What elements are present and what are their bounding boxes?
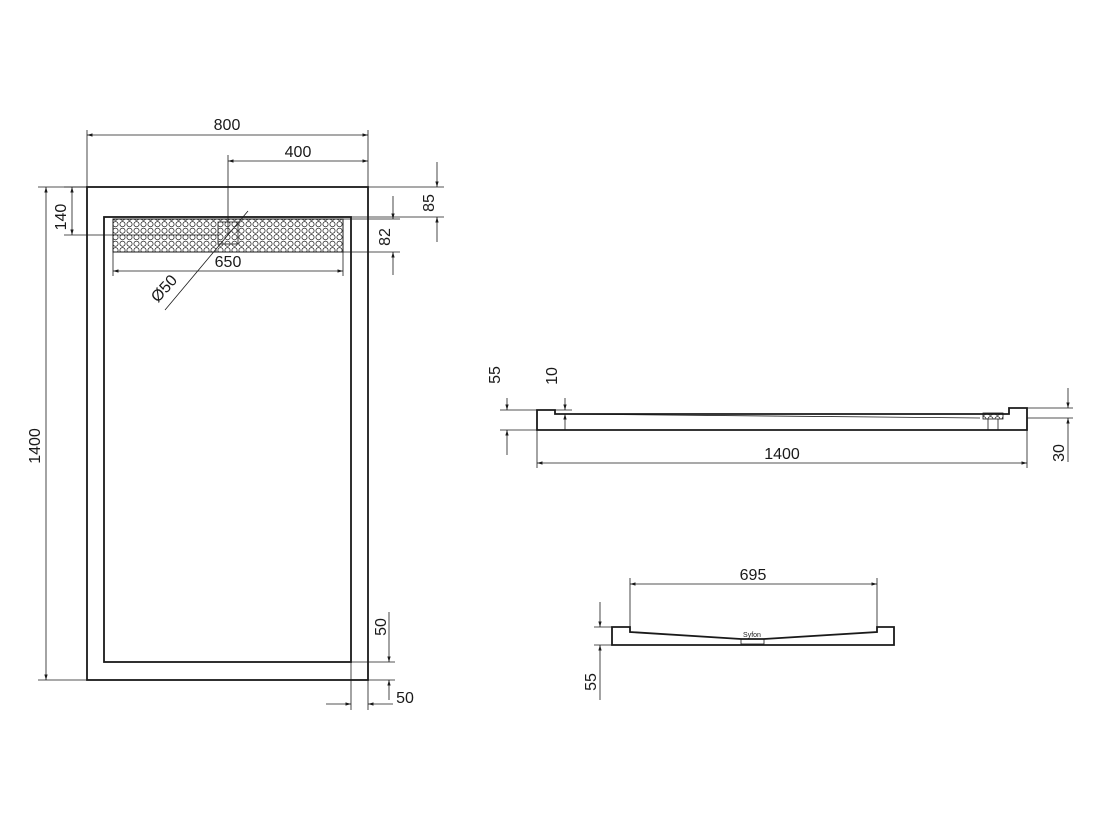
dim-drain-height: 82 xyxy=(343,196,400,275)
tray-inner-basin xyxy=(103,216,352,663)
dim-rim-side-label: 50 xyxy=(396,690,414,707)
siphon-label: Syfon xyxy=(743,632,761,639)
dim-top-width-label: 800 xyxy=(214,117,241,134)
dim-side-length: 1400 xyxy=(536,430,1028,468)
tray-outline xyxy=(86,186,369,681)
side-profile xyxy=(536,407,1028,431)
dim-side-length-label: 1400 xyxy=(764,446,800,463)
dim-side-step-label: 10 xyxy=(544,367,561,385)
end-siphon xyxy=(740,638,765,645)
dim-top-width: 800 xyxy=(86,117,369,187)
dim-side-base-height-label: 30 xyxy=(1051,444,1068,462)
dim-rim-bottom-label: 50 xyxy=(373,618,390,636)
dim-top-margin: 85 xyxy=(351,162,444,242)
dim-side-base-height: 30 xyxy=(1027,388,1073,462)
dim-end-height-label: 55 xyxy=(583,673,600,691)
side-view xyxy=(536,407,1028,431)
dim-drain-offset: 400 xyxy=(227,144,368,235)
dim-rim-bottom: 50 xyxy=(351,612,395,700)
dim-side-total-height: 55 xyxy=(487,366,537,455)
dim-top-margin-label: 85 xyxy=(421,194,438,212)
dim-side-step: 10 xyxy=(544,367,572,430)
dim-drain-height-label: 82 xyxy=(377,228,394,246)
dim-end-height: 55 xyxy=(583,602,612,700)
side-siphon xyxy=(982,412,1004,420)
dim-drain-length: 650 xyxy=(112,252,344,276)
dim-rim-side: 50 xyxy=(326,662,414,710)
dim-top-length: 1400 xyxy=(27,186,87,681)
dim-drain-top-label: 140 xyxy=(53,204,70,231)
dim-end-inner-width: 695 xyxy=(629,567,878,627)
dim-drain-diameter-label: Ø50 xyxy=(148,272,181,306)
dim-top-length-label: 1400 xyxy=(27,428,44,464)
end-view: Syfon xyxy=(611,626,895,646)
dim-side-total-height-label: 55 xyxy=(487,366,504,384)
dim-drain-offset-label: 400 xyxy=(285,144,312,161)
dim-drain-length-label: 650 xyxy=(215,254,242,271)
dim-end-inner-width-label: 695 xyxy=(740,567,767,584)
